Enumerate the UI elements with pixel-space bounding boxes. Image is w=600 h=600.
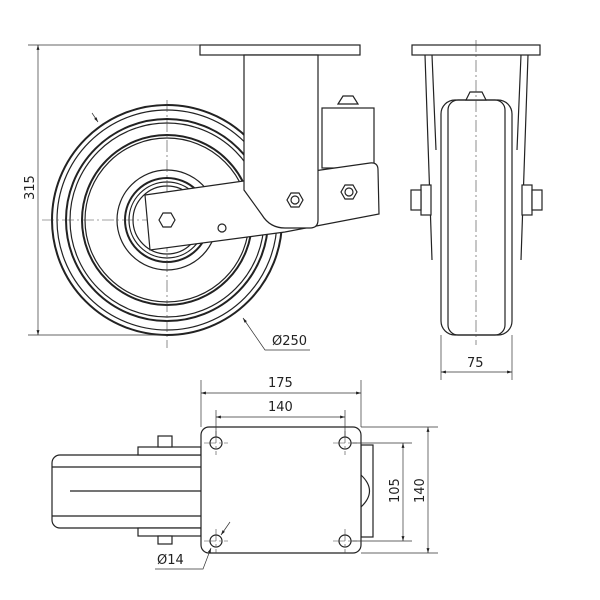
arm-hole <box>217 223 227 233</box>
axle-nut-left <box>410 189 422 211</box>
height-dimension: 315 <box>23 175 38 200</box>
bolt-nut-2 <box>340 184 358 200</box>
wheel-diameter-dimension: Ø250 <box>272 334 307 349</box>
front-view: 75 <box>410 40 543 380</box>
axle-nut-right <box>531 189 543 211</box>
wheel-front <box>440 99 513 336</box>
top-plate-side <box>199 44 361 56</box>
bolt-nut-1 <box>286 192 304 208</box>
spring-block <box>321 107 375 169</box>
fork-column <box>243 54 319 229</box>
plate-width-dimension: 140 <box>413 478 428 503</box>
top-view: 175 140 140 105 Ø14 <box>51 376 438 570</box>
hole-spacing-length-dimension: 140 <box>268 400 293 415</box>
top-plate <box>200 426 362 554</box>
hole-spacing-width-dimension: 105 <box>388 478 403 503</box>
plate-length-dimension: 175 <box>268 376 293 391</box>
hole-diameter-dimension: Ø14 <box>157 553 184 568</box>
axle-hex <box>158 212 176 228</box>
width-dimension: 75 <box>467 356 484 371</box>
spring-nut <box>336 95 360 105</box>
side-view: 315 Ø250 <box>23 44 380 351</box>
